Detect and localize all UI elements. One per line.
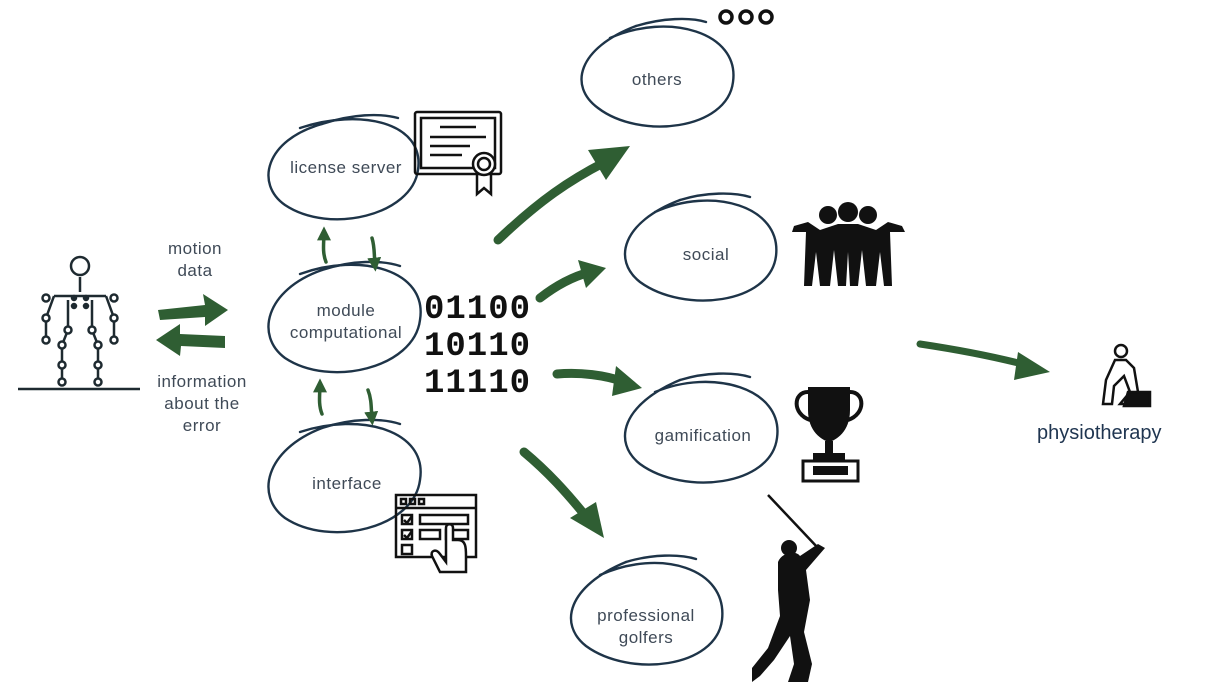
arrow-to-others: [493, 146, 630, 245]
arrow-to-golfers: [519, 447, 604, 538]
label-error-line2: about the: [164, 394, 240, 413]
arrow-to-physiotherapy: [916, 340, 1050, 380]
label-error-line1: information: [157, 372, 247, 391]
certificate-icon: [413, 110, 503, 197]
arrow-module-to-interface: [364, 388, 379, 426]
node-others: others: [631, 70, 683, 89]
physiotherapy-label: physiotherapy: [1037, 422, 1162, 444]
arrow-interface-to-module: [312, 378, 327, 416]
trophy-icon: [794, 387, 864, 483]
ellipse-others: [580, 17, 735, 128]
arrow-to-social: [535, 260, 606, 303]
node-gamification: gamification: [654, 426, 752, 445]
label-information-error: information about the error: [142, 371, 262, 437]
label-motion-line1: motion: [167, 239, 223, 258]
arrow-module-to-license: [316, 226, 331, 264]
ellipsis-icon: [718, 9, 774, 25]
ellipse-golfers: [569, 554, 724, 666]
group-people-icon: [792, 202, 905, 286]
node-social: social: [682, 245, 730, 264]
binary-row-2: 10110: [424, 328, 532, 366]
node-professional-golfers: professional golfers: [581, 605, 711, 649]
ellipse-license-server: [267, 113, 420, 221]
skeleton-icon: [18, 255, 140, 391]
arrow-to-gamification: [552, 366, 642, 396]
arrow-license-to-module: [367, 236, 382, 272]
physiotherapy-icon: [1101, 343, 1152, 408]
node-interface: interface: [312, 474, 382, 493]
node-module-line2: computational: [289, 323, 403, 342]
binary-row-3: 11110: [424, 365, 532, 403]
label-error-line3: error: [182, 416, 222, 435]
binary-row-1: 01100: [424, 291, 532, 329]
exchange-arrows: [156, 294, 228, 356]
label-motion-data: motion data: [150, 238, 240, 282]
ellipse-gamification: [623, 372, 779, 484]
ellipse-social: [623, 192, 778, 302]
label-motion-line2: data: [177, 261, 213, 280]
ellipse-module-computational: [267, 260, 422, 374]
binary-code: 01100 10110 11110: [424, 292, 531, 403]
node-golfers-line1: professional: [597, 606, 695, 625]
golfer-silhouette-icon: [752, 494, 825, 682]
node-license-server: license server: [290, 158, 402, 177]
interface-window-icon: [394, 493, 478, 574]
node-golfers-line2: golfers: [618, 628, 674, 647]
node-module-line1: module: [316, 301, 376, 320]
node-module-computational: module computational: [271, 300, 421, 344]
